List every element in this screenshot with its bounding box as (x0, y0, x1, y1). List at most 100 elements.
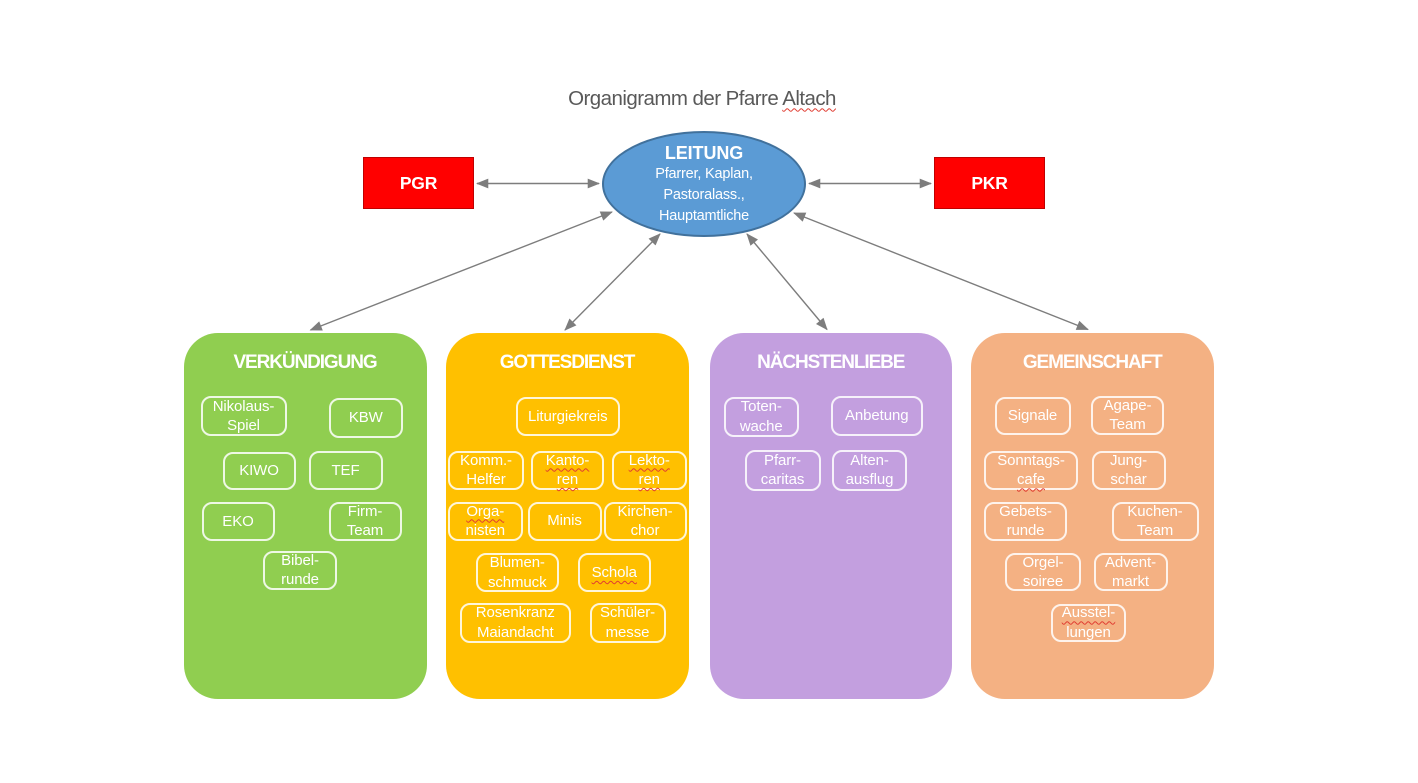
org-unit-box: Toten-wache (724, 396, 799, 437)
org-unit-label-line: TEF (331, 461, 360, 479)
org-unit-box: Liturgiekreis (515, 397, 620, 436)
org-unit-label-line: cafe (1017, 471, 1045, 489)
org-unit-label-line: Jung- (1109, 451, 1148, 469)
org-unit-box: Lekto-ren (612, 450, 687, 490)
org-unit-label-line: Liturgiekreis (527, 407, 608, 425)
org-unit-label-line: caritas (760, 471, 805, 489)
org-unit-label-line: soiree (1022, 573, 1064, 590)
org-unit-label-line: wache (739, 417, 783, 435)
org-unit-label-line: Team (1109, 416, 1146, 433)
org-unit-label-line: Advent- (1105, 553, 1156, 571)
org-unit-label-line: Kirchen- (617, 502, 673, 520)
org-unit-label-line: Schola (591, 563, 637, 581)
org-unit-label-line: Pfarr- (764, 451, 801, 469)
arrow-leitung-gemeinschaft (793, 212, 1089, 331)
org-unit-box: Blumen-schmuck (475, 553, 559, 592)
org-unit-label-line: Maiandacht (476, 623, 554, 641)
org-unit-label-line: Firm- (347, 502, 383, 520)
org-unit-box: Orga-nisten (448, 501, 523, 541)
org-unit-box: Signale (994, 397, 1071, 435)
org-unit-box: Firm- Team (328, 501, 402, 541)
org-unit-box: KBW (328, 398, 403, 438)
org-unit-box: Schüler-messe (589, 603, 666, 643)
org-unit-label-line: Ausstel- (1061, 604, 1116, 622)
page-title-misspelled-word: Altach (782, 86, 836, 110)
arrow-leitung-naechstenliebe (746, 233, 828, 331)
org-unit-box: Schola (577, 553, 651, 592)
org-unit-label-line: Kuchen- (1127, 502, 1183, 520)
org-unit-box: Alten-ausflug (832, 450, 907, 491)
org-unit-label-line: runde (281, 571, 319, 588)
org-unit-label-line: nisten (465, 522, 506, 539)
page-title-text: Organigramm der Pfarre (568, 86, 783, 110)
org-unit-label-line: ausflug (845, 471, 894, 489)
org-unit-box: Anbetung (831, 395, 923, 436)
org-unit-box: Minis (527, 501, 602, 541)
org-unit-box: TEF (308, 451, 383, 490)
org-unit-label-line: Helfer (466, 471, 506, 488)
org-unit-label-line: KBW (348, 409, 383, 426)
org-unit-label-line: markt (1111, 573, 1149, 590)
org-unit-box: Jung-schar (1091, 450, 1166, 490)
section-box-verkuendigung: VERKÜNDIGUNG Nikolaus- Spiel KBW KIWO TEF EKO F… (183, 332, 427, 699)
arrow-leitung-gottesdienst (564, 233, 661, 331)
leadership-member-line: Pastoralass., (663, 186, 745, 203)
section-title-gemeinschaft: GEMEINSCHAFT (1022, 351, 1163, 373)
org-unit-label-line: Minis (547, 512, 582, 530)
org-unit-label-line: Bibel- (281, 551, 319, 569)
org-unit-label-line: Blumen- (489, 554, 545, 571)
org-unit-label-line: Rosenkranz (475, 604, 555, 622)
org-unit-box: Nikolaus- Spiel (200, 396, 287, 436)
org-unit-label-line: Kanto- (545, 451, 590, 469)
org-unit-label-line: ren (556, 471, 579, 488)
org-unit-label-line: Signale (1007, 407, 1058, 425)
org-unit-label-line: messe (605, 623, 650, 641)
org-unit-box: KIWO (222, 451, 296, 490)
org-unit-label-line: Anbetung (845, 407, 909, 424)
council-box-pkr: PKR (934, 157, 1045, 209)
org-unit-label-line: ren (638, 471, 660, 488)
org-unit-label-line: Team (1136, 522, 1174, 539)
org-unit-label-line: Toten- (740, 398, 782, 415)
org-unit-label-line: schmuck (488, 573, 547, 591)
org-unit-label-line: Orgel- (1022, 553, 1064, 571)
leadership-member-line: Hauptamtliche (658, 207, 750, 224)
org-unit-label-line: Spiel (227, 417, 260, 434)
org-unit-label-line: chor (630, 522, 660, 539)
org-unit-label-line: Agape- (1103, 396, 1152, 414)
org-unit-label-line: Orga- (466, 502, 505, 520)
org-unit-label-line: schar (1110, 471, 1147, 489)
org-unit-label-line: Team (346, 522, 384, 539)
org-unit-label-line: Nikolaus- (212, 397, 275, 415)
org-unit-box: Kuchen- Team (1111, 501, 1199, 541)
org-unit-box: Kanto-ren (531, 450, 604, 490)
arrow-leitung-verkuendigung (309, 211, 613, 331)
org-unit-label-line: runde (1006, 522, 1045, 539)
org-unit-box: EKO (201, 501, 275, 541)
org-unit-box: Orgel-soiree (1005, 553, 1081, 591)
org-unit-label-line: lungen (1066, 623, 1111, 641)
section-title-verkuendigung: VERKÜNDIGUNG (233, 351, 377, 373)
leadership-member-line: Pfarrer, Kaplan, (655, 165, 753, 182)
org-unit-label-line: EKO (222, 512, 254, 530)
org-unit-box: Pfarr-caritas (744, 450, 821, 491)
org-unit-box: Sonntags-cafe (984, 450, 1078, 490)
org-unit-label-line: Schüler- (599, 604, 656, 622)
org-unit-box: Bibel-runde (263, 550, 337, 590)
org-unit-label-line: Alten- (850, 451, 889, 469)
org-unit-label-line: Sonntags- (997, 451, 1065, 469)
leadership-title: LEITUNG (664, 142, 744, 163)
section-title-naechstenliebe: NÄCHSTENLIEBE (757, 351, 905, 373)
org-unit-label-line: Lekto- (628, 451, 670, 469)
page-title: Organigramm der Pfarre Altach (568, 87, 836, 111)
org-unit-label-line: Gebets- (999, 502, 1052, 520)
org-unit-label-line: KIWO (239, 461, 279, 479)
section-title-gottesdienst: GOTTESDIENST (499, 351, 636, 373)
leadership-ellipse: LEITUNG Pfarrer, Kaplan, Pastoralass., H… (602, 131, 806, 237)
council-box-pgr: PGR (363, 157, 474, 209)
